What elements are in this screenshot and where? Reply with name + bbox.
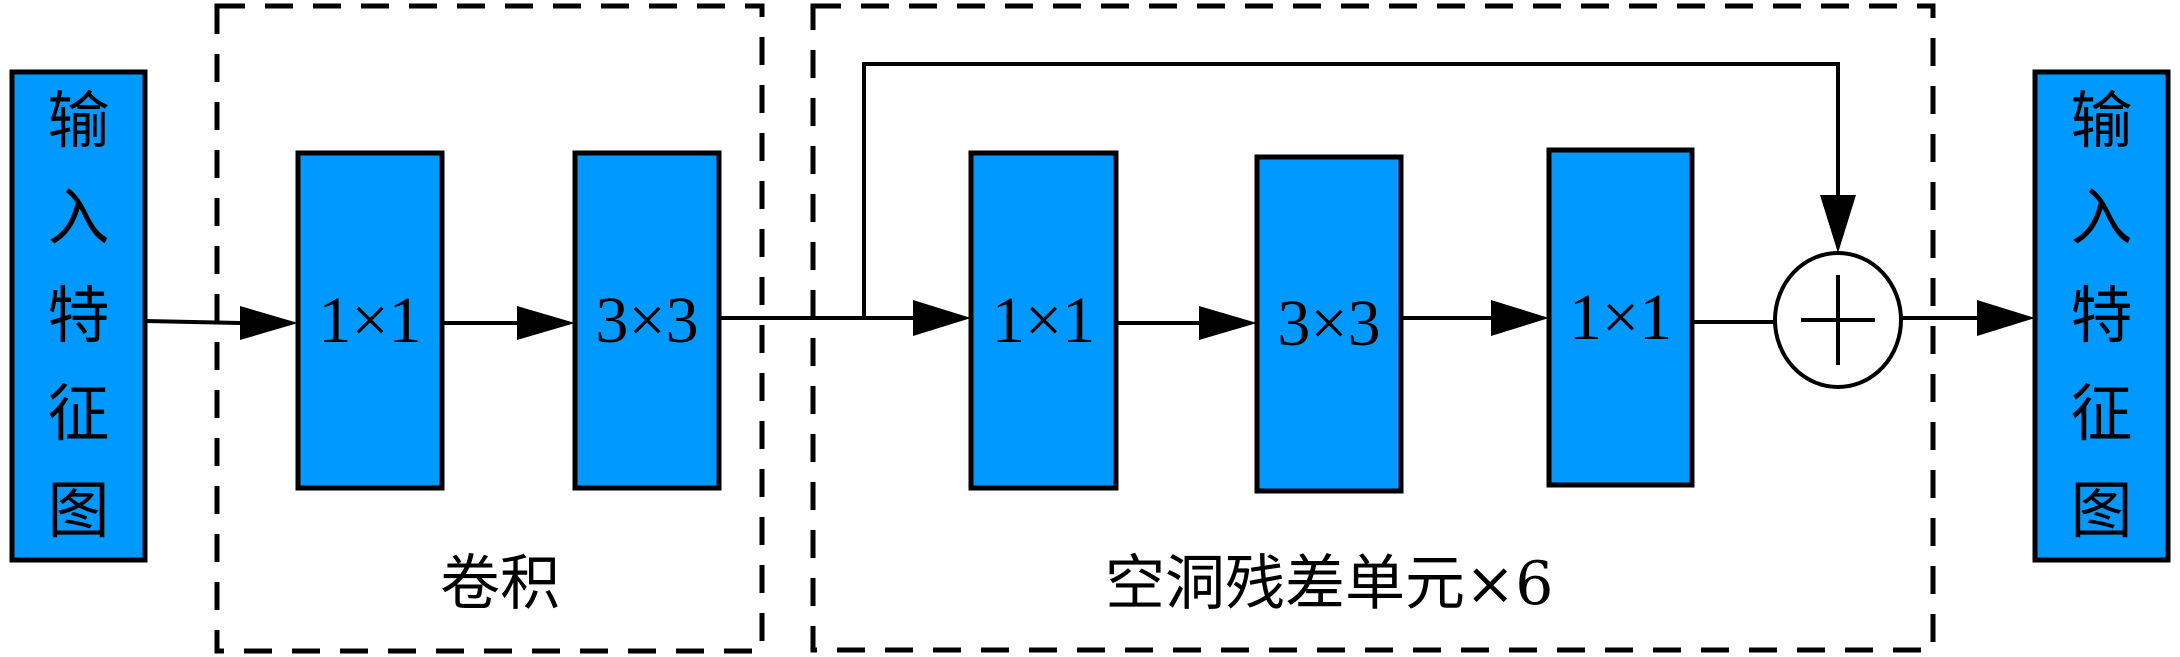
label-char: 输 (47, 83, 110, 157)
arrowhead (1820, 195, 1856, 253)
label-char: 入 (47, 181, 110, 255)
output-feature-map (2032, 69, 2171, 563)
label-char: 特 (2070, 278, 2133, 352)
res-1x1-a-label: 1×1 (991, 283, 1096, 357)
label-char: 输 (2070, 83, 2133, 157)
label-char: 征 (2070, 376, 2133, 450)
res-1x1-block-b (1546, 147, 1695, 488)
res-3x3-block (1254, 154, 1404, 494)
arrowhead (1977, 300, 2035, 336)
arrowhead (1199, 306, 1257, 340)
arrowhead (517, 306, 575, 340)
label-char: 图 (2070, 474, 2133, 548)
res-3x3-label: 3×3 (1277, 287, 1381, 360)
conv-1x1-label: 1×1 (318, 283, 422, 357)
res-1x1-b-label: 1×1 (1568, 280, 1673, 354)
conv-3x3-label: 3×3 (595, 283, 699, 357)
residual-group-border (810, 3, 1936, 653)
arrow-input-to-conv (144, 319, 241, 325)
arrowhead (240, 306, 298, 340)
conv-3x3-block (572, 150, 722, 491)
arrowhead (1491, 300, 1549, 336)
label-char: 入 (2070, 181, 2133, 255)
conv-group-border (214, 3, 765, 654)
output-feature-map-label: 输 入 特 征 图 (2035, 72, 2168, 560)
res-1x1-block-a (968, 150, 1119, 491)
label-char: 图 (47, 474, 110, 548)
label-char: 特 (47, 278, 110, 352)
conv-group-caption: 卷积 (440, 549, 560, 619)
residual-group-caption: 空洞残差单元×6 (1105, 549, 1554, 619)
input-feature-map (9, 69, 148, 563)
input-feature-map-label: 输 入 特 征 图 (12, 72, 145, 560)
arrowhead (913, 300, 971, 336)
label-char: 征 (47, 376, 110, 450)
skip-connection (862, 62, 1840, 318)
conv-1x1-block (295, 150, 445, 491)
